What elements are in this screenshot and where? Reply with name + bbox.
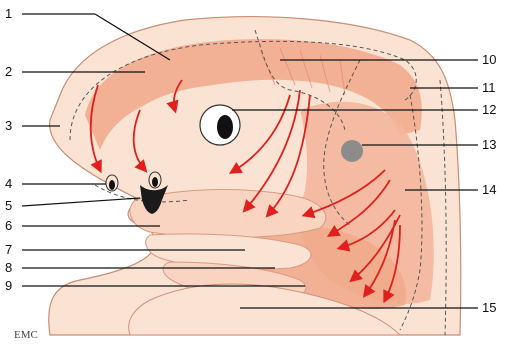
label-1: 1 [5,6,12,21]
label-4: 4 [5,176,12,191]
label-3: 3 [5,118,12,133]
label-6: 6 [5,218,12,233]
label-8: 8 [5,260,12,275]
label-5: 5 [5,198,12,213]
label-2: 2 [5,64,12,79]
label-15: 15 [482,300,496,315]
label-13: 13 [482,137,496,152]
label-14: 14 [482,182,496,197]
gray-spot-icon [341,140,363,162]
label-11: 11 [482,80,496,95]
eye-icon [200,105,240,145]
label-7: 7 [5,242,12,257]
watermark-logo: EMC [14,329,38,341]
label-10: 10 [482,52,496,67]
label-9: 9 [5,278,12,293]
label-12: 12 [482,102,496,117]
